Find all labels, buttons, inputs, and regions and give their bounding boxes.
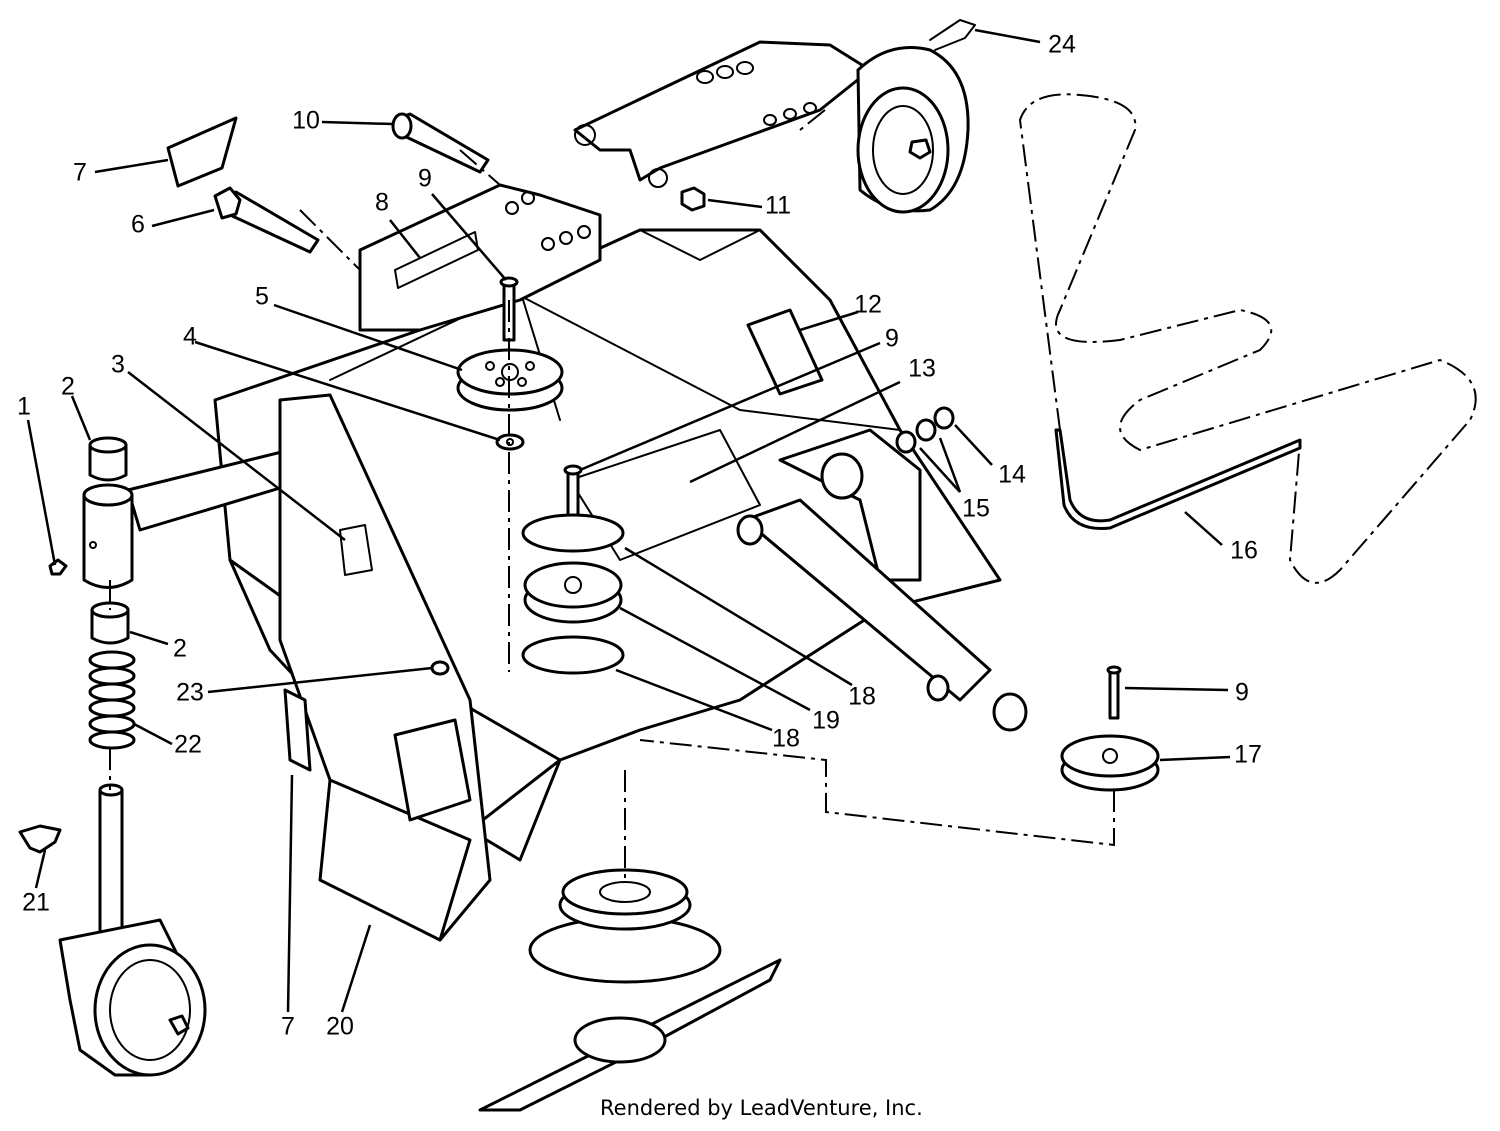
callout-6: 6	[131, 211, 145, 239]
alignment-lines	[109, 109, 1115, 880]
callout-1: 1	[17, 393, 31, 421]
callout-18-right: 18	[848, 683, 876, 711]
decal-7-top	[166, 116, 238, 188]
callout-2-bottom: 2	[173, 635, 187, 663]
callout-7-bottom: 7	[281, 1013, 295, 1041]
washers-14-15	[895, 406, 955, 454]
callout-2-top: 2	[61, 373, 75, 401]
callout-8: 8	[375, 189, 389, 217]
callout-11: 11	[765, 192, 791, 220]
callout-5: 5	[255, 283, 269, 311]
caster-mount-tube	[82, 483, 134, 589]
nut-11	[680, 186, 706, 212]
callout-7-top: 7	[73, 159, 87, 187]
callout-4: 4	[183, 323, 197, 351]
spindle-assembly	[478, 868, 782, 1112]
pulley-stack	[521, 464, 625, 675]
callout-15: 15	[962, 495, 990, 523]
nut-23	[430, 660, 450, 676]
callout-18-left: 18	[772, 725, 800, 753]
rear-wheel	[856, 19, 976, 214]
callout-22: 22	[174, 731, 202, 759]
callout-9-mid: 9	[885, 325, 899, 353]
caster-wheel	[18, 783, 207, 1077]
callout-19: 19	[812, 707, 840, 735]
leader-lines	[26, 28, 1231, 1013]
callouts: 24 10 7 9 11 8 6 5 12 4 9 3 13 2 1 14 15…	[17, 31, 1262, 1041]
pin-10	[391, 112, 490, 174]
callout-20: 20	[326, 1013, 354, 1041]
spring-22	[88, 650, 136, 750]
pulley-17	[1060, 665, 1160, 792]
callout-16: 16	[1230, 537, 1258, 565]
callout-10: 10	[292, 107, 320, 135]
bushing-2-top	[88, 436, 128, 482]
screw-1	[48, 558, 68, 576]
credit-text: Rendered by LeadVenture, Inc.	[600, 1096, 923, 1120]
callout-12: 12	[854, 291, 882, 319]
callout-9-top: 9	[418, 165, 432, 193]
lift-arm-assembly	[573, 40, 872, 188]
callout-9-right: 9	[1235, 679, 1249, 707]
callout-23: 23	[176, 679, 204, 707]
idler-arm	[736, 428, 1028, 732]
belt-16	[1018, 93, 1477, 584]
callout-21: 21	[22, 889, 50, 917]
pulley-5	[456, 348, 564, 412]
callout-14: 14	[998, 461, 1026, 489]
callout-17: 17	[1234, 741, 1262, 769]
bushing-2-bottom	[90, 601, 130, 645]
callout-13: 13	[908, 355, 936, 383]
callout-24: 24	[1048, 31, 1076, 59]
callout-3: 3	[111, 351, 125, 379]
bolt-6	[213, 186, 320, 254]
